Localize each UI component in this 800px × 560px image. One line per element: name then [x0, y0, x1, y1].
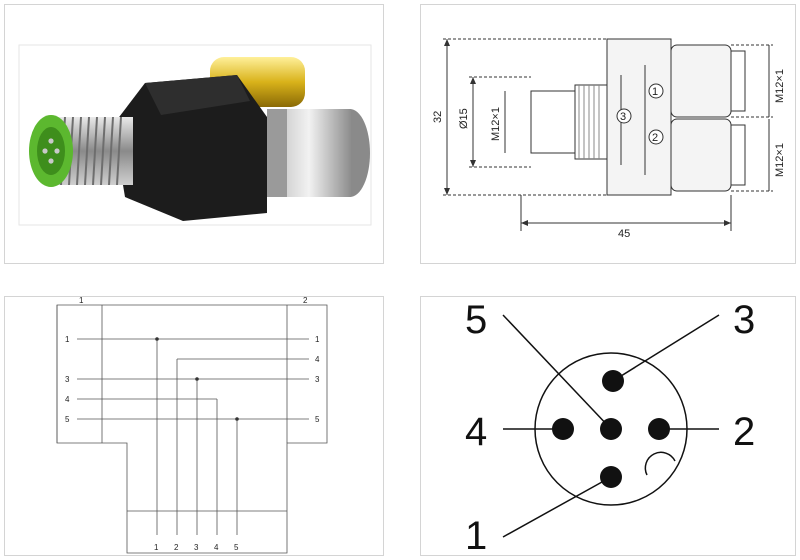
wiring-port-right: 2 — [303, 297, 308, 305]
marker-1 — [648, 83, 664, 99]
pinout-panel: 5 3 4 2 1 — [420, 296, 796, 557]
bottom-pin-label: 3 — [194, 543, 199, 552]
wiring-port-left: 1 — [79, 297, 84, 305]
bottom-pin-label: 5 — [234, 543, 239, 552]
marker-2 — [648, 129, 664, 145]
pin-label: 2 — [733, 410, 755, 454]
wiring-diagram: 1 2 1 3 4 5 1 4 3 5 1 2 3 4 5 — [56, 297, 328, 554]
pin-contact — [552, 418, 574, 440]
bottom-pin-label: 4 — [214, 543, 219, 552]
wiring-diagram-panel: 1 2 1 3 4 5 1 4 3 5 1 2 3 4 5 — [4, 296, 384, 556]
pinout-diagram: 5 3 4 2 1 — [465, 298, 755, 557]
right-pin-label: 4 — [315, 355, 320, 364]
right-pin-label: 3 — [315, 375, 320, 384]
right-pin-label: 5 — [315, 415, 320, 424]
marker-3 — [616, 108, 632, 124]
left-pin-label: 1 — [65, 335, 70, 344]
thread-left-dimension: M12×1 — [490, 107, 502, 141]
height-dimension: 32 — [432, 111, 444, 123]
left-pin-label: 3 — [65, 375, 70, 384]
left-pin-label: 5 — [65, 415, 70, 424]
pin-label: 5 — [465, 298, 487, 342]
pin-label: 3 — [733, 298, 755, 342]
left-pin-label: 4 — [65, 395, 70, 404]
dimension-drawing: 1 2 3 32 Ø15 M12×1 45 M12×1 M12×1 — [432, 38, 786, 240]
bottom-pin-label: 2 — [174, 543, 179, 552]
pin-contact — [648, 418, 670, 440]
marker-3-label: 3 — [620, 111, 626, 123]
pin-contact — [600, 466, 622, 488]
connector-photo — [18, 44, 372, 226]
product-photo-panel — [4, 4, 384, 264]
bottom-pin-label: 1 — [154, 543, 159, 552]
length-dimension: 45 — [618, 228, 630, 240]
marker-2-label: 2 — [652, 132, 658, 144]
pin-contact — [600, 418, 622, 440]
marker-1-label: 1 — [652, 86, 658, 98]
thread-top-dimension: M12×1 — [774, 69, 786, 103]
thread-bottom-dimension: M12×1 — [774, 143, 786, 177]
dimension-drawing-panel: 1 2 3 32 Ø15 M12×1 45 M12×1 M12×1 — [420, 4, 796, 264]
pin-label: 1 — [465, 514, 487, 557]
pin-label: 4 — [465, 410, 487, 454]
keying-notch — [644, 451, 676, 476]
right-pin-label: 1 — [315, 335, 320, 344]
black-body — [113, 75, 267, 221]
pin-contact — [602, 370, 624, 392]
diameter-dimension: Ø15 — [458, 108, 470, 129]
